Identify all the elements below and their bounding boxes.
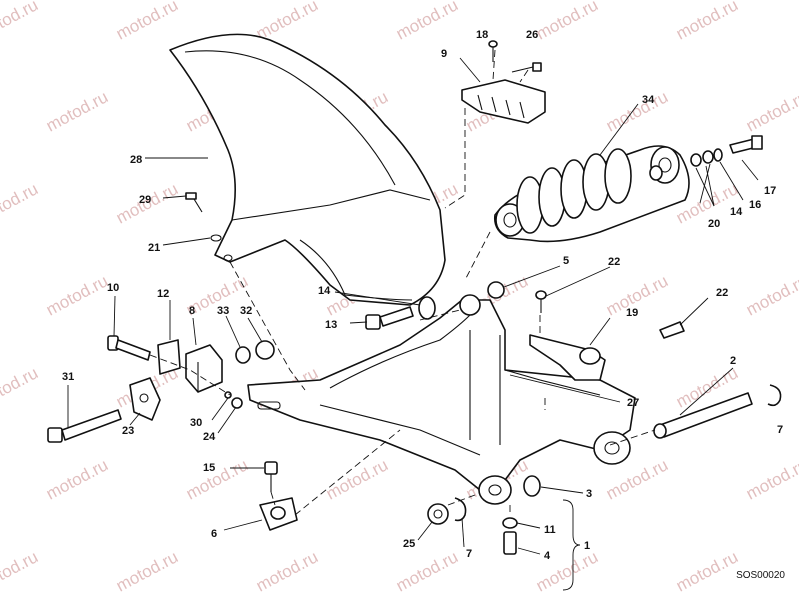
watermark-text: motod.ru — [743, 455, 799, 503]
watermark-text: motod.ru — [0, 547, 41, 595]
callout-31: 31 — [62, 371, 74, 383]
screw-22-upper — [535, 290, 547, 313]
callout-15: 15 — [203, 462, 215, 474]
leader-lines — [67, 57, 759, 591]
watermark-text: motod.ru — [43, 87, 111, 135]
screw-29 — [185, 192, 203, 213]
callout-16: 16 — [749, 199, 761, 211]
callout-14-right: 14 — [730, 206, 743, 218]
bush-32 — [255, 340, 275, 360]
chain-guard-bracket-9 — [461, 79, 546, 124]
watermark-text: motod.ru — [0, 363, 41, 411]
callout-21: 21 — [148, 242, 160, 254]
callout-32: 32 — [240, 305, 252, 317]
watermark-text: motod.ru — [113, 0, 181, 44]
spacer-14 — [418, 296, 436, 320]
screw-4 — [503, 531, 517, 555]
callout-9: 9 — [441, 48, 447, 60]
spindle-2 — [653, 392, 753, 439]
watermark-text: motod.ru — [0, 0, 41, 44]
pin-31 — [47, 409, 122, 443]
bracket-23 — [129, 377, 161, 421]
callout-11: 11 — [544, 524, 556, 536]
callout-12: 12 — [157, 288, 169, 300]
washer-11 — [502, 517, 518, 529]
callout-1: 1 — [584, 540, 590, 552]
washer-3 — [523, 475, 541, 497]
circlip-7-right — [767, 384, 782, 407]
screw-18 — [488, 40, 498, 62]
screw-26 — [511, 62, 542, 73]
callout-23: 23 — [122, 425, 134, 437]
watermark-text: motod.ru — [113, 547, 181, 595]
bush-33 — [235, 346, 251, 364]
callout-20: 20 — [708, 218, 720, 230]
callout-29: 29 — [139, 194, 151, 206]
callout-14-left: 14 — [318, 285, 331, 297]
screw-15 — [264, 461, 278, 492]
watermark-text: motod.ru — [0, 179, 41, 227]
watermark-text: motod.ru — [43, 455, 111, 503]
bush-5 — [487, 281, 505, 299]
watermark-text: motod.ru — [253, 547, 321, 595]
watermark-text: motod.ru — [183, 455, 251, 503]
watermark-text: motod.ru — [743, 271, 799, 319]
bolt-13 — [365, 306, 414, 330]
watermark-text: motod.ru — [603, 87, 671, 135]
callout-4: 4 — [544, 550, 551, 562]
callout-8: 8 — [189, 305, 195, 317]
callout-27: 27 — [627, 397, 639, 409]
callout-34: 34 — [642, 94, 655, 106]
callout-24: 24 — [203, 431, 216, 443]
bracket-19 — [529, 334, 606, 381]
shock-absorber-34 — [493, 145, 690, 243]
watermark-text: motod.ru — [323, 455, 391, 503]
callout-2: 2 — [730, 355, 736, 367]
callout-18: 18 — [476, 29, 488, 41]
watermark-text: motod.ru — [533, 0, 601, 44]
callout-30: 30 — [190, 417, 202, 429]
swingarm — [247, 294, 636, 505]
drawing-code: SOS00020 — [736, 570, 785, 581]
watermark-text: motod.ru — [673, 0, 741, 44]
callout-5: 5 — [563, 255, 569, 267]
callout-26: 26 — [526, 29, 538, 41]
screw-24 — [231, 397, 243, 409]
watermark-text: motod.ru — [393, 547, 461, 595]
bracket-12 — [157, 339, 181, 375]
callout-10: 10 — [107, 282, 119, 294]
bolt-17 — [729, 135, 763, 154]
callout-7-right: 7 — [777, 424, 783, 436]
callout-19: 19 — [626, 307, 638, 319]
callout-7-lower: 7 — [466, 548, 472, 560]
callout-28: 28 — [130, 154, 142, 166]
callout-3: 3 — [586, 488, 592, 500]
callout-13: 13 — [325, 319, 337, 331]
shock-washers — [690, 148, 723, 167]
callout-22-upper: 22 — [608, 256, 620, 268]
callout-25: 25 — [403, 538, 415, 550]
screw-22-right — [659, 321, 685, 339]
callout-17: 17 — [764, 185, 776, 197]
watermark-text: motod.ru — [43, 271, 111, 319]
callout-6: 6 — [211, 528, 217, 540]
callout-22-right: 22 — [716, 287, 728, 299]
watermark-text: motod.ru — [393, 0, 461, 44]
circlip-7-lower — [454, 497, 467, 522]
block-8 — [185, 344, 223, 393]
callout-numbers: 1 2 3 4 5 6 7 7 8 9 10 11 12 13 14 14 15… — [62, 29, 783, 562]
rear-mudguard — [169, 33, 446, 306]
bush-25 — [427, 503, 449, 525]
bolt-10 — [107, 335, 151, 361]
watermark-text: motod.ru — [673, 547, 741, 595]
clamp-6 — [259, 497, 298, 531]
washer-30 — [224, 391, 232, 399]
callout-33: 33 — [217, 305, 229, 317]
dashed-assembly-lines — [149, 49, 656, 516]
watermark-text: motod.ru — [743, 87, 799, 135]
